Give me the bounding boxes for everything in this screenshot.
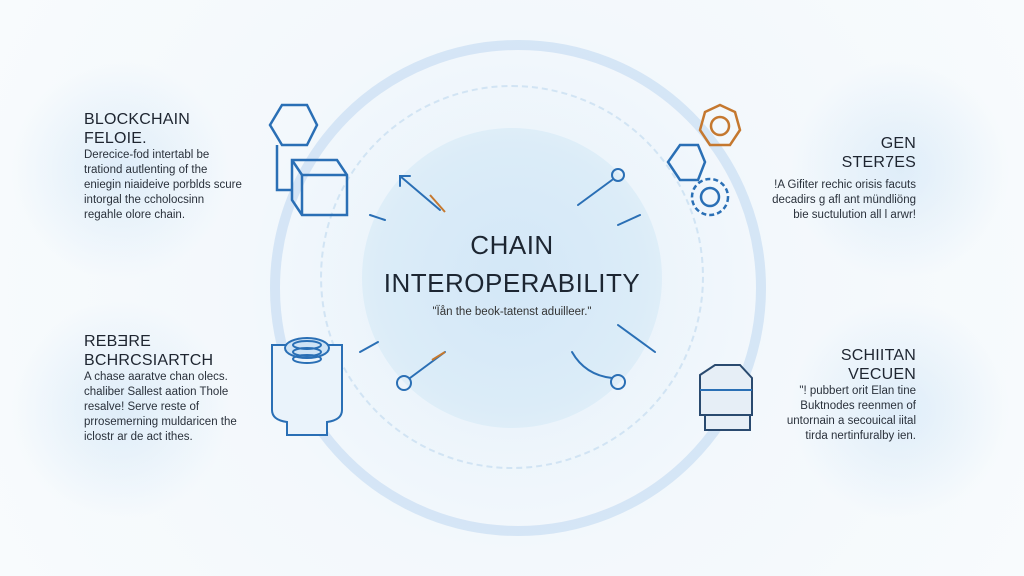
panel-title-line1: GEN (880, 135, 916, 152)
panel-title-line1: SCHIITAN (840, 347, 916, 364)
panel-blockchain: BLOCKCHAIN FELOIE. Derecice-fod intertabl… (84, 110, 274, 223)
center-title: CHAIN INTEROPERABILITY (362, 226, 662, 302)
panel-line: iclostr ar de act ithes. (84, 431, 193, 443)
panel-line: decadirs g afl ant mündliöng (772, 194, 916, 206)
center-subtitle: "Ïån the beok-tatenst aduilleer." (432, 306, 592, 318)
panel-title: SCHIITAN VECUEN (720, 346, 916, 384)
panel-line: untornain a secouical iital (786, 415, 916, 427)
panel-line: tirda nertinfuralby ien. (805, 430, 916, 442)
panel-gen: GEN STER7ES !A Gifiter rechic orisis facu… (720, 134, 916, 223)
panel-line: trationd autlenting of the (84, 164, 208, 176)
arrow-icon (571, 351, 626, 390)
panel-title-line1: REBƎRE (84, 333, 151, 350)
panel-body: Derecice-fod intertabl be trationd autle… (84, 148, 274, 223)
arrow-icon (399, 175, 441, 211)
arrow-icon (577, 168, 625, 206)
arrow-icon (396, 351, 446, 391)
gears-icon (666, 103, 742, 217)
panel-line: intorgal the ccholocsinn (84, 194, 205, 206)
arrow-icon (617, 214, 641, 226)
arrow-icon (617, 324, 656, 353)
middle-ring (320, 85, 704, 469)
panel-line: chaliber Sallest aation Thole (84, 386, 229, 398)
center-title-line2: INTEROPERABILITY (383, 268, 641, 298)
panel-title-line1: BLOCKCHAIN (84, 111, 191, 128)
glow-bottom-right (790, 300, 1010, 520)
panel-body: !A Gifiter rechic orisis facuts decadirs… (720, 178, 916, 223)
arrow-icon (369, 214, 386, 221)
outer-ring (270, 40, 766, 536)
panel-line: prrosemerning muldaricen the (84, 416, 237, 428)
panel-rebere: REBƎRE BCHRCSIARTCH A chase aaratve chan … (84, 332, 274, 445)
panel-line: eniegin niaideive porblds scure (84, 179, 242, 191)
panel-line: Buktnodes reenmen of (800, 400, 916, 412)
panel-title: REBƎRE BCHRCSIARTCH (84, 332, 274, 370)
panel-schiitan: SCHIITAN VECUEN "! pubbert orit Elan tine… (720, 346, 916, 444)
glow-bottom-left (10, 300, 230, 520)
panel-title-line2: FELOIE. (84, 130, 147, 147)
panel-title-line2: BCHRCSIARTCH (84, 352, 214, 369)
panel-title-line2: VECUEN (848, 366, 916, 383)
arrow-icon (359, 341, 379, 353)
node-cylinder-icon (271, 337, 343, 436)
panel-title-line2: STER7ES (841, 154, 916, 171)
panel-title: GEN STER7ES (720, 134, 916, 172)
panel-body: "! pubbert orit Elan tine Buktnodes reen… (720, 384, 916, 444)
glow-top-left (10, 60, 230, 280)
panel-line: Derecice-fod intertabl be (84, 149, 210, 161)
panel-line: "! pubbert orit Elan tine (799, 385, 916, 397)
panel-body: A chase aaratve chan olecs. chaliber Sal… (84, 370, 274, 445)
panel-title: BLOCKCHAIN FELOIE. (84, 110, 274, 148)
panel-line: regahle olore chain. (84, 209, 186, 221)
cube-chain-icon (268, 103, 349, 217)
panel-line: A chase aaratve chan olecs. (84, 371, 228, 383)
glow-top-right (790, 60, 1010, 280)
panel-line: resalve! Serve reste of (84, 401, 200, 413)
panel-line: !A Gifiter rechic orisis facuts (774, 179, 916, 191)
center-title-line1: CHAIN (470, 230, 554, 260)
server-node-icon (699, 364, 753, 431)
panel-line: bie suctulution all l arwr! (793, 209, 916, 221)
